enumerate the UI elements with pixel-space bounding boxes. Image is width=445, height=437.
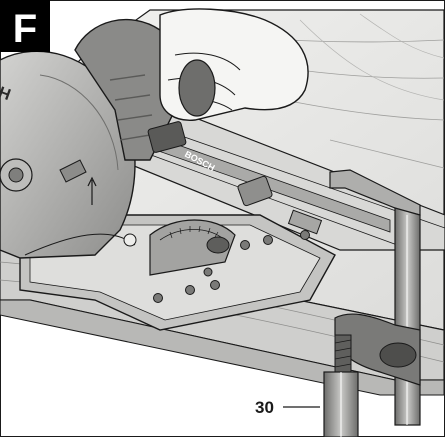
svg-text:H: H <box>0 82 13 102</box>
saw-housing <box>74 18 187 161</box>
bevel-scale <box>149 219 236 276</box>
screw-clamp <box>323 169 421 437</box>
panel-letter: F <box>13 7 37 51</box>
rail-stop <box>237 175 323 235</box>
callout-30: 30 <box>255 398 320 417</box>
panel-badge: F <box>0 0 50 52</box>
gloved-hand <box>159 8 309 121</box>
callout-label: 30 <box>255 398 274 417</box>
